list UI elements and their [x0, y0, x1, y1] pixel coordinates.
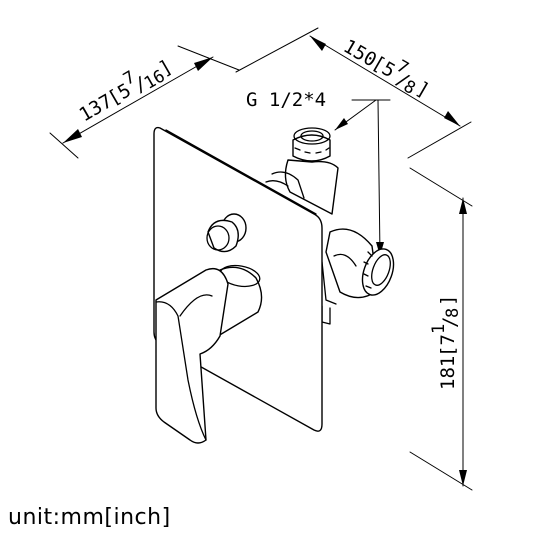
handle-lever-edge	[155, 301, 207, 441]
depth-arrow-end	[194, 57, 213, 71]
handle-lever-top-curve	[179, 294, 213, 317]
thread-leader-arrow-a	[335, 118, 348, 130]
top-connector	[292, 134, 331, 162]
depth-extension-line-b	[49, 132, 79, 159]
right-connector-thread	[363, 251, 373, 289]
lever-handle	[155, 264, 263, 444]
width-extension-line-b	[407, 121, 472, 159]
diverter-button-cap	[207, 219, 239, 253]
diverter-button-front	[206, 225, 230, 251]
width-arrow-start	[310, 36, 326, 51]
thread-leader-line-b	[377, 99, 381, 257]
side-nozzle-edge	[265, 180, 289, 187]
width-extension-line-a	[235, 27, 319, 73]
height-dimension: 181 [7 1 / 8 ]	[409, 167, 473, 491]
depth-extension-line-a	[177, 45, 240, 71]
right-connector	[361, 248, 395, 296]
top-connector-bore	[300, 130, 324, 142]
height-mm-label: 181	[437, 356, 459, 390]
handle-lever	[155, 267, 229, 444]
height-inch-open: [7	[437, 334, 459, 357]
height-inch-denominator: 8	[443, 308, 463, 318]
height-extension-line-bottom	[409, 451, 473, 491]
top-connector-thread	[294, 147, 330, 154]
plate-top-edge-highlight	[165, 129, 317, 215]
thread-callout-label: G 1/2*4	[246, 89, 326, 111]
diverter-button	[206, 213, 247, 253]
depth-arrow-start	[63, 129, 82, 143]
height-arrow-bottom	[459, 470, 467, 486]
valve-body	[265, 127, 395, 325]
thread-callout: G 1/2*4	[246, 89, 391, 257]
depth-dimension-line	[62, 56, 214, 144]
side-nozzle	[271, 171, 305, 199]
top-connector-rim	[293, 127, 331, 145]
lower-body-bracket	[321, 261, 337, 305]
lower-body-edge	[333, 253, 357, 267]
right-connector-bore	[371, 254, 391, 286]
depth-dimension: 137 [5 7 / 16 ]	[49, 45, 240, 159]
width-arrow-end	[444, 111, 460, 126]
width-dimension-line	[309, 35, 461, 127]
unit-label: unit:mm[inch]	[8, 505, 171, 530]
bottom-stub	[321, 305, 331, 325]
height-inch-close: ]	[437, 295, 459, 306]
height-arrow-top	[459, 198, 467, 214]
height-extension-line-top	[409, 167, 473, 207]
height-inch-numerator: 1	[429, 324, 449, 334]
height-inch-slash: /	[439, 317, 461, 328]
